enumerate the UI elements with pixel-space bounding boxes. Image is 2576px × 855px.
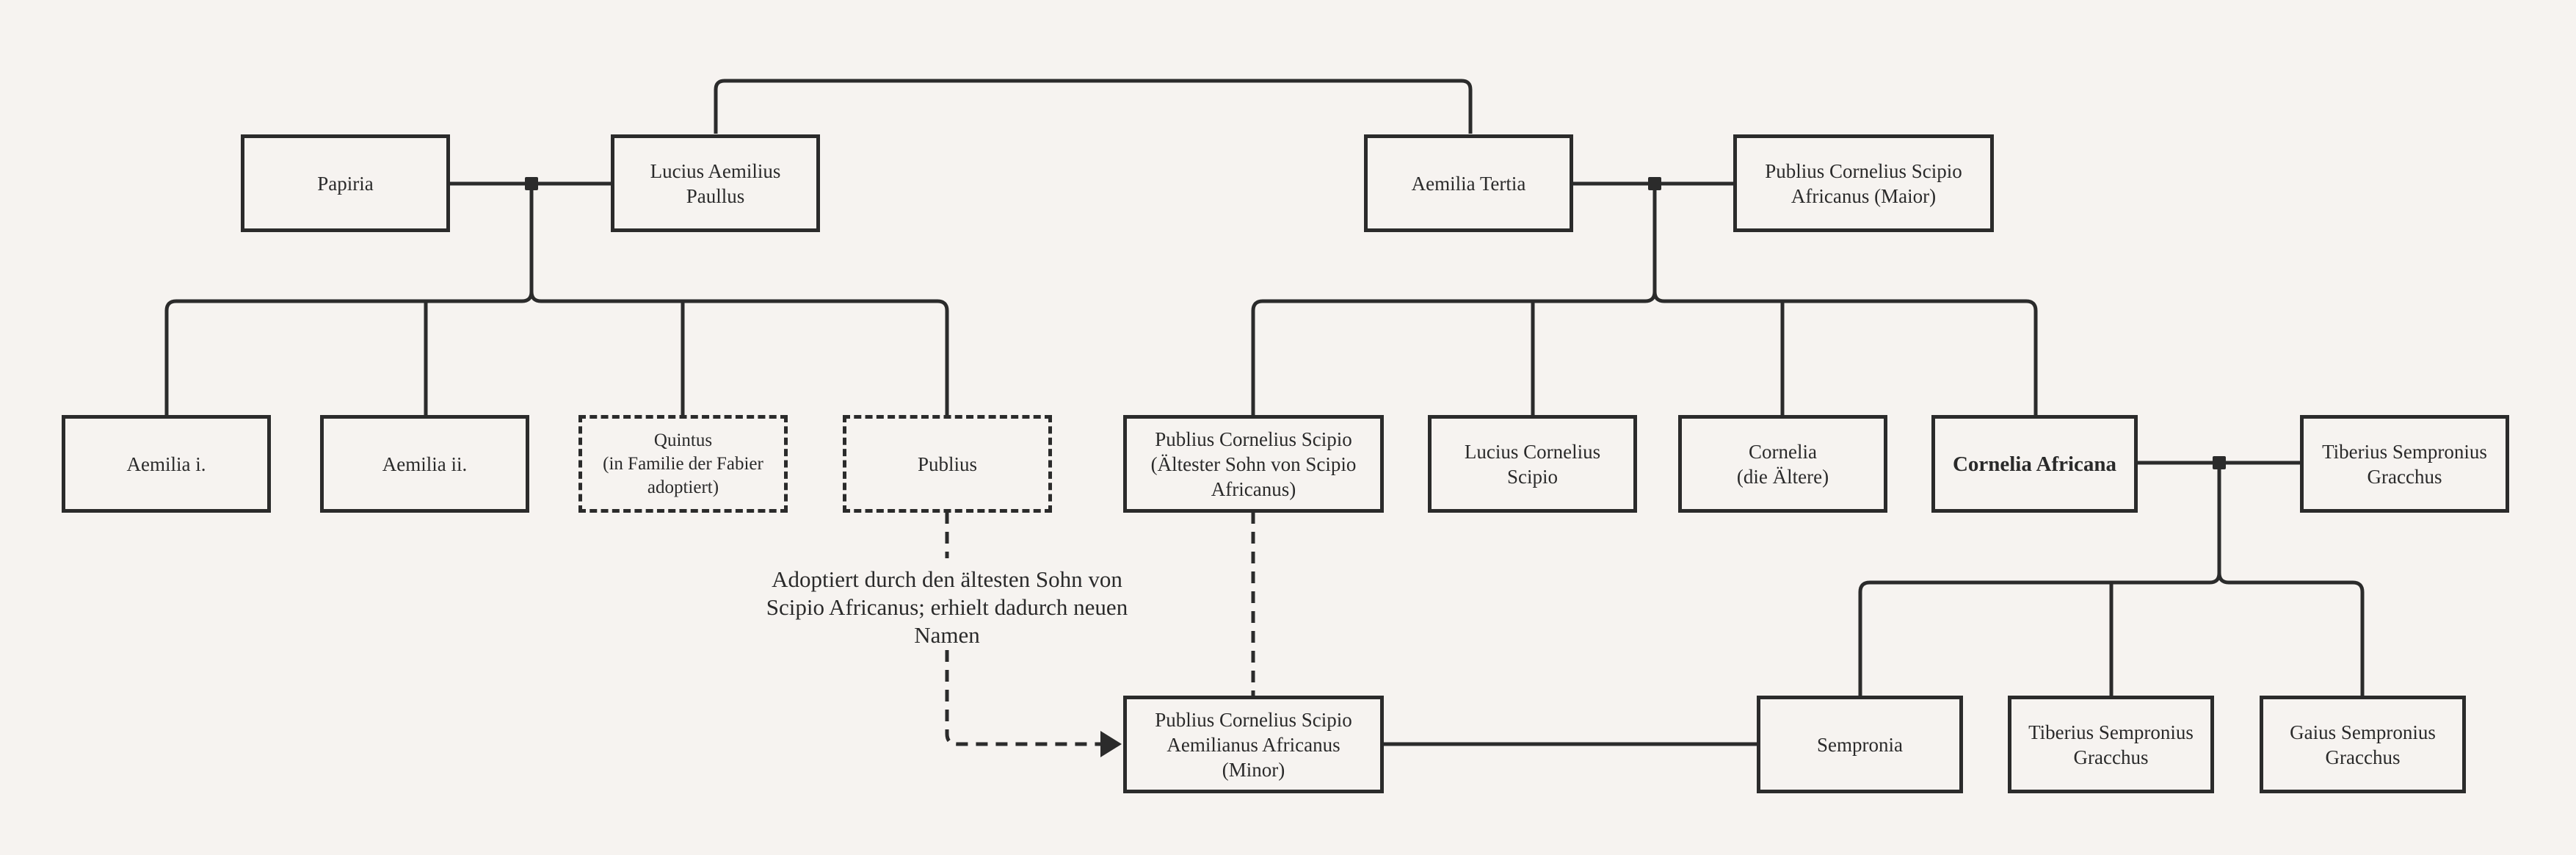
- node-scipio-aemilianus: Publius Cornelius Scipio Aemilianus Afri…: [1123, 696, 1384, 793]
- descent-line-africanus: [1251, 184, 2038, 416]
- node-tiberius-gracchus-son: Tiberius Sempronius Gracchus: [2008, 696, 2214, 793]
- node-papiria: Papiria: [241, 134, 450, 232]
- node-publius: Publius: [843, 415, 1052, 513]
- node-scipio-eldest-son: Publius Cornelius Scipio (Ältester Sohn …: [1123, 415, 1384, 513]
- node-cornelia-aeltere: Cornelia (die Ältere): [1678, 415, 1887, 513]
- node-lucius-aemilius-paullus: Lucius Aemilius Paullus: [611, 134, 820, 232]
- marriage-junction: [525, 177, 538, 190]
- node-aemilia-tertia: Aemilia Tertia: [1364, 134, 1573, 232]
- marriage-junction: [2213, 456, 2226, 469]
- node-aemilia-i: Aemilia i.: [62, 415, 271, 513]
- adoption-dashed-line-publius: [945, 512, 1105, 746]
- adoption-annotation: Adoptiert durch den ältesten Sohn von Sc…: [766, 566, 1128, 648]
- node-aemilia-ii: Aemilia ii.: [320, 415, 529, 513]
- node-lucius-cornelius-scipio: Lucius Cornelius Scipio: [1428, 415, 1637, 513]
- arrow-head-icon: [1100, 731, 1122, 757]
- sibling-link: [714, 79, 1473, 134]
- node-cornelia-africana: Cornelia Africana: [1931, 415, 2138, 513]
- node-scipio-africanus-maior: Publius Cornelius Scipio Africanus (Maio…: [1733, 134, 1994, 232]
- node-gaius-gracchus: Gaius Sempronius Gracchus: [2260, 696, 2466, 793]
- descent-line-paullus: [164, 184, 949, 416]
- marriage-junction: [1648, 177, 1661, 190]
- node-tiberius-gracchus-father: Tiberius Sempronius Gracchus: [2300, 415, 2509, 513]
- descent-line-gracchi: [1858, 463, 2365, 696]
- node-sempronia: Sempronia: [1757, 696, 1963, 793]
- node-quintus: Quintus (in Familie der Fabier adoptiert…: [578, 415, 788, 513]
